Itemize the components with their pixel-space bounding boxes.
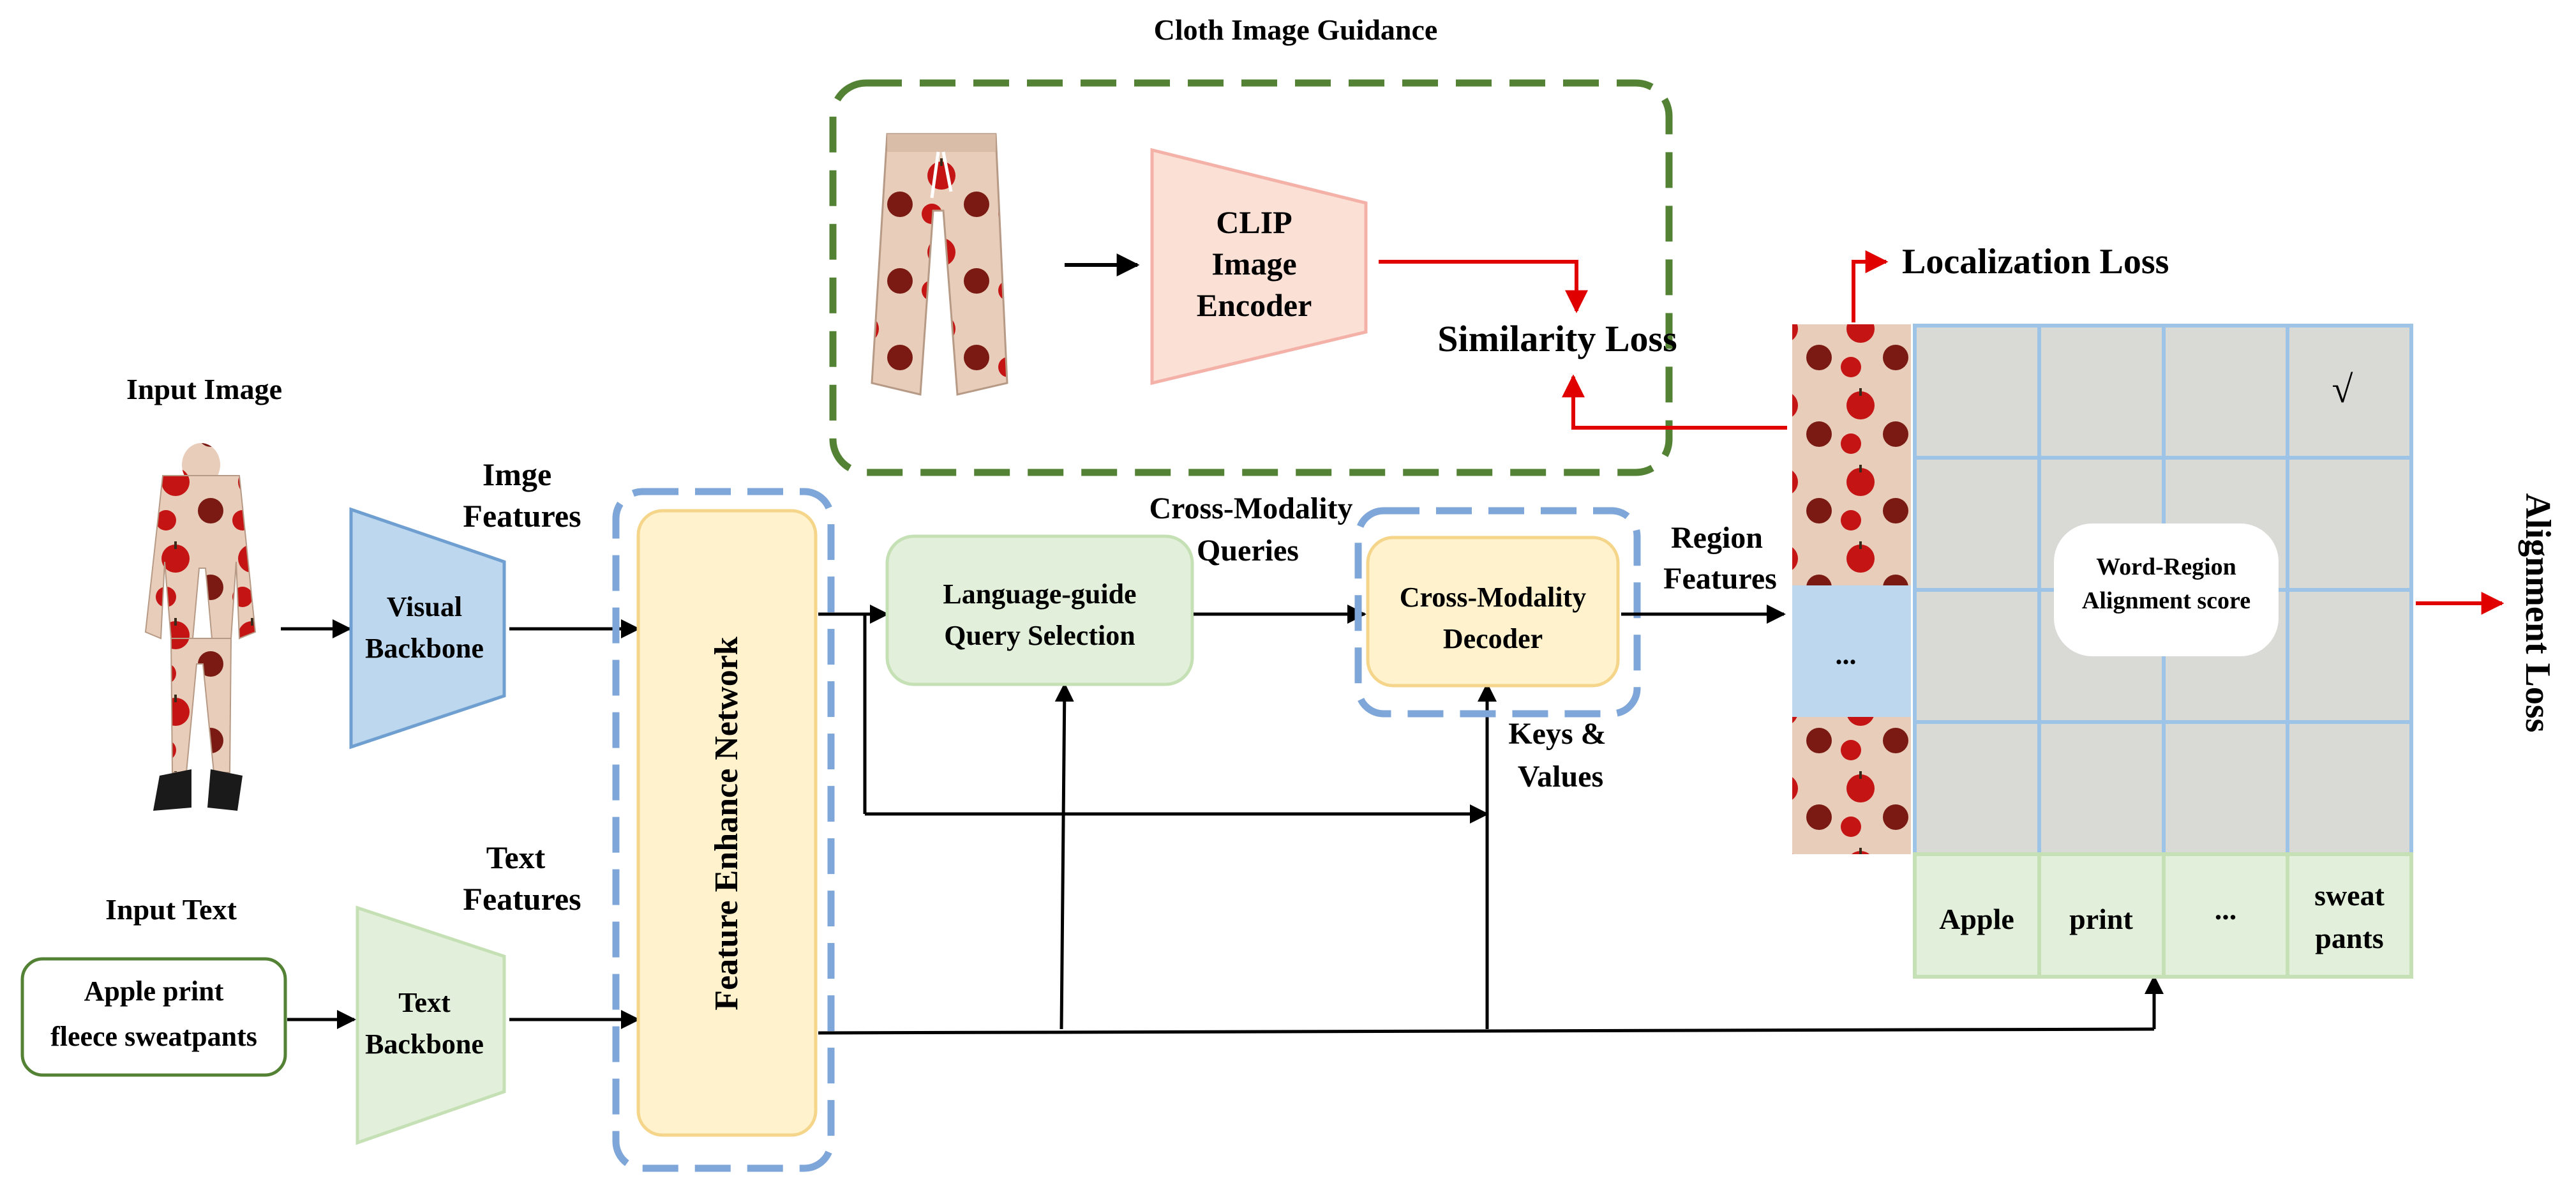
region-crops-column: ... [1792, 324, 1911, 854]
text-backbone-label-line2: Backbone [365, 1028, 484, 1060]
clip-label-line2: Image [1211, 246, 1296, 282]
cross-modality-decoder [1366, 536, 1620, 688]
language-guide-label-line2: Query Selection [944, 620, 1135, 651]
clip-to-similarity-arrow [1379, 260, 1588, 313]
clip-label-line1: CLIP [1216, 204, 1292, 240]
region-features-line1: Region [1671, 521, 1763, 555]
region-crop-ellipsis: ... [1836, 639, 1857, 670]
word-cell-apple: Apple [1939, 903, 2014, 935]
feature-enhance-label: Feature Enhance Network [708, 636, 745, 1010]
clothing-item-photo: apple-print-sweatpants-photo [871, 133, 1008, 396]
input-person-photo: person-in-apple-print-tracksuit-photo [144, 443, 257, 811]
image-features-label-line1: Imge [483, 456, 551, 492]
feature-enhance-network [636, 509, 818, 1137]
alignment-loss-label: Alignment Loss [2518, 493, 2557, 733]
similarity-loss-label: Similarity Loss [1437, 318, 1677, 359]
region-crop-ellipsis-cell [1792, 585, 1911, 717]
alignment-score-line1: Word-Region [2096, 553, 2236, 580]
region-to-similarity-arrow [1562, 374, 1787, 430]
region-crop-2 [1792, 454, 1911, 585]
decoder-label-line1: Cross-Modality [1400, 582, 1587, 613]
word-cells-row [1913, 852, 2413, 979]
text-backbone [356, 905, 506, 1145]
image-features-label-line2: Features [463, 498, 581, 534]
clip-image-encoder [1150, 147, 1368, 386]
keys-values-line1: Keys & [1508, 717, 1606, 751]
cloth-guidance-title: Cloth Image Guidance [1154, 13, 1438, 46]
text-features-label-line1: Text [486, 839, 546, 875]
text-backbone-label-line1: Text [398, 987, 451, 1018]
decoder-dashed-box [1354, 507, 1641, 718]
alignment-checkmark: √ [2332, 368, 2353, 410]
language-guide-query-selection [885, 534, 1194, 686]
localization-loss-label: Localization Loss [1902, 242, 2169, 282]
word-cell-sweat-line2: pants [2315, 922, 2383, 954]
cross-modality-queries-line2: Queries [1197, 534, 1299, 568]
word-cell-sweat-line1: sweat [2314, 879, 2385, 912]
input-image-label: Input Image [126, 373, 282, 405]
visual-backbone [349, 507, 506, 749]
enhance-text-bottom-line [818, 1027, 2155, 1035]
visual-backbone-label-line2: Backbone [365, 633, 484, 664]
region-crop-4 [1792, 717, 1911, 854]
word-cell-print: print [2069, 903, 2133, 935]
clip-label-line3: Encoder [1197, 287, 1312, 323]
text-features-label-line2: Features [463, 881, 581, 917]
keys-values-line2: Values [1518, 760, 1603, 794]
input-text-value-line2: fleece sweatpants [50, 1021, 257, 1052]
cloth-guidance-box [829, 79, 1673, 476]
feature-enhance-dashed-box [612, 488, 835, 1172]
word-cell-ellipsis: ... [2215, 893, 2237, 926]
region-crop-1 [1792, 324, 1911, 454]
region-features-line2: Features [1663, 562, 1777, 596]
input-text-value-line1: Apple print [84, 975, 224, 1007]
language-guide-label-line1: Language-guide [943, 578, 1136, 610]
decoder-label-line2: Decoder [1443, 623, 1543, 654]
text-to-query-selection-arrow [1054, 682, 1074, 1030]
visual-backbone-label-line1: Visual [387, 591, 462, 622]
alignment-score-line2: Alignment score [2082, 587, 2250, 614]
input-text-label: Input Text [105, 893, 237, 926]
input-text-box [20, 957, 287, 1077]
alignment-score-box [2054, 523, 2279, 656]
cross-modality-queries-line1: Cross-Modality [1149, 492, 1352, 525]
localization-loss-arrow [1852, 250, 1889, 322]
